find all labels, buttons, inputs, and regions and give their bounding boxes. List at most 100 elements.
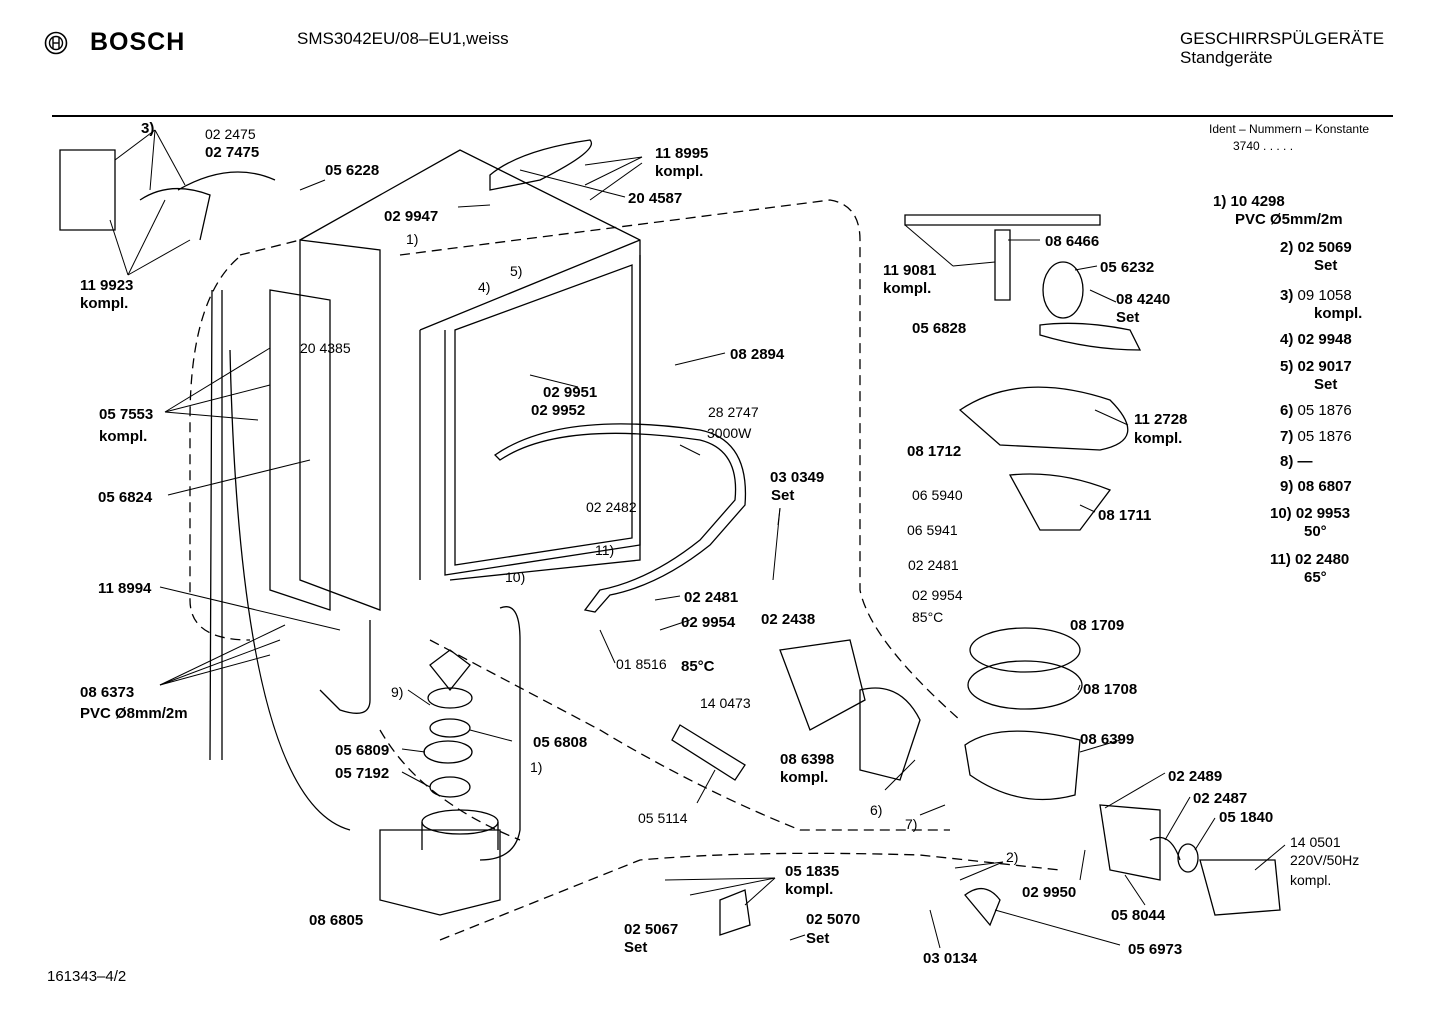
pump-058044 — [1099, 804, 1161, 881]
part-label-7: 7) — [905, 816, 917, 832]
part-label-086399: 08 6399 — [1080, 731, 1134, 748]
part-label-11: 11) — [595, 542, 614, 558]
part-label-1a: 1) — [406, 231, 418, 247]
ident-value: 3740 . . . . . — [1233, 139, 1294, 153]
part-label-086398b: kompl. — [780, 769, 828, 786]
category-line1: GESCHIRRSPÜLGERÄTE — [1180, 29, 1385, 48]
category: GESCHIRRSPÜLGERÄTE Standgeräte — [1180, 29, 1384, 67]
legend-number: 7) — [1280, 428, 1298, 445]
brand-name: BOSCH — [90, 28, 186, 56]
part-label-022481b: 02 2481 — [908, 557, 959, 573]
legend-value: 02 9948 — [1297, 331, 1352, 348]
part-label-051835a: 05 1835 — [785, 863, 839, 880]
part-label-056809: 05 6809 — [335, 742, 389, 759]
part-label-282747a: 28 2747 — [708, 404, 759, 420]
part-label-204587: 20 4587 — [628, 190, 682, 207]
part-label-086373a: 08 6373 — [80, 684, 134, 701]
drain-hose — [479, 606, 521, 861]
part-label-084240b: Set — [1116, 309, 1139, 326]
legend-number: 8) — [1280, 453, 1298, 470]
part-label-057553a: 05 7553 — [99, 406, 153, 423]
door-seal-inner — [454, 264, 633, 566]
part-label-027475: 02 7475 — [205, 144, 259, 161]
door-seal — [444, 255, 641, 576]
sensor-055114 — [671, 724, 746, 781]
legend-value: — — [1297, 453, 1313, 470]
pump-140501 — [1199, 859, 1281, 916]
ring-081708 — [967, 660, 1083, 710]
legend-number: 4) — [1280, 331, 1298, 348]
part-label-081709: 08 1709 — [1070, 617, 1124, 634]
brand-logo: BOSCH — [44, 28, 185, 57]
part-label-056232: 05 6232 — [1100, 259, 1154, 276]
part-label-112728a: 11 2728 — [1134, 411, 1187, 428]
part-label-058044: 05 8044 — [1111, 907, 1166, 924]
part-label-056228: 05 6228 — [325, 162, 379, 179]
ring-9 — [427, 687, 473, 709]
top-hose — [489, 139, 593, 191]
part-label-025067a: 02 5067 — [624, 921, 678, 938]
drawing-lines — [59, 139, 1281, 941]
part-label-056808: 05 6808 — [533, 734, 587, 751]
part-label-057192: 05 7192 — [335, 765, 389, 782]
legend-value: 10 4298 — [1230, 193, 1285, 210]
part-label-086466: 08 6466 — [1045, 233, 1099, 250]
part-label-118995a: 11 8995 — [655, 145, 708, 162]
part-label-10: 10) — [505, 569, 525, 585]
legend-item: 8) — — [1280, 453, 1313, 471]
tub-top — [299, 149, 641, 581]
part-label-086805: 08 6805 — [309, 912, 363, 929]
legend-value: Set — [1314, 376, 1338, 393]
doc-number: 161343–4/2 — [47, 968, 127, 985]
part-label-022438: 02 2438 — [761, 611, 815, 628]
part-label-081708: 08 1708 — [1083, 681, 1137, 698]
legend-number: 11) — [1270, 551, 1296, 568]
legend-value: 02 9017 — [1297, 358, 1352, 375]
tub-dash-outline — [399, 199, 961, 721]
legend-value: kompl. — [1314, 305, 1363, 322]
legend-number: 10) — [1270, 505, 1296, 522]
filter-cap — [429, 649, 471, 692]
part-label-2: 2) — [1006, 849, 1018, 865]
leader-lines — [109, 129, 1286, 949]
legend-number: 9) — [1280, 478, 1298, 495]
legend-item: 9) 08 6807 — [1280, 478, 1352, 496]
category-line2: Standgeräte — [1180, 48, 1273, 67]
header-rule — [52, 115, 1393, 117]
part-label-029951: 02 9951 — [543, 384, 597, 401]
bottom-dash-line — [439, 852, 1061, 941]
part-label-029954a: 02 9954 — [681, 614, 736, 631]
part-label-065940: 06 5940 — [912, 487, 963, 503]
part-label-029954b: 85°C — [681, 658, 715, 675]
part-label-051835b: kompl. — [785, 881, 833, 898]
part-label-3: 3) — [141, 120, 154, 137]
part-label-140501b: 220V/50Hz — [1290, 852, 1359, 868]
part-label-118994: 11 8994 — [98, 580, 152, 597]
part-label-030349a: 03 0349 — [770, 469, 824, 486]
ident-block: Ident – Nummern – Konstante 3740 . . . .… — [1209, 121, 1369, 155]
heater-element — [493, 423, 747, 613]
pump-head — [859, 687, 921, 781]
part-label-018516: 01 8516 — [616, 656, 667, 672]
hose-left — [209, 289, 223, 761]
filter-assembly-112728 — [958, 386, 1129, 451]
dash-link — [379, 729, 521, 841]
base-dash-outline — [189, 239, 301, 641]
part-label-056973: 05 6973 — [1128, 941, 1182, 958]
part-label-029947: 02 9947 — [384, 208, 438, 225]
hose-curve — [229, 349, 351, 831]
part-label-065941: 06 5941 — [907, 522, 958, 538]
part-label-029950: 02 9950 — [1022, 884, 1076, 901]
part-label-081712: 08 1712 — [907, 443, 961, 460]
part-label-119081b: kompl. — [883, 280, 931, 297]
spray-arm-upper — [904, 214, 1101, 226]
part-label-055114: 05 5114 — [638, 810, 688, 826]
part-label-282747b: 3000W — [707, 425, 752, 441]
part-label-025067b: Set — [624, 939, 647, 956]
side-panel — [269, 289, 331, 611]
